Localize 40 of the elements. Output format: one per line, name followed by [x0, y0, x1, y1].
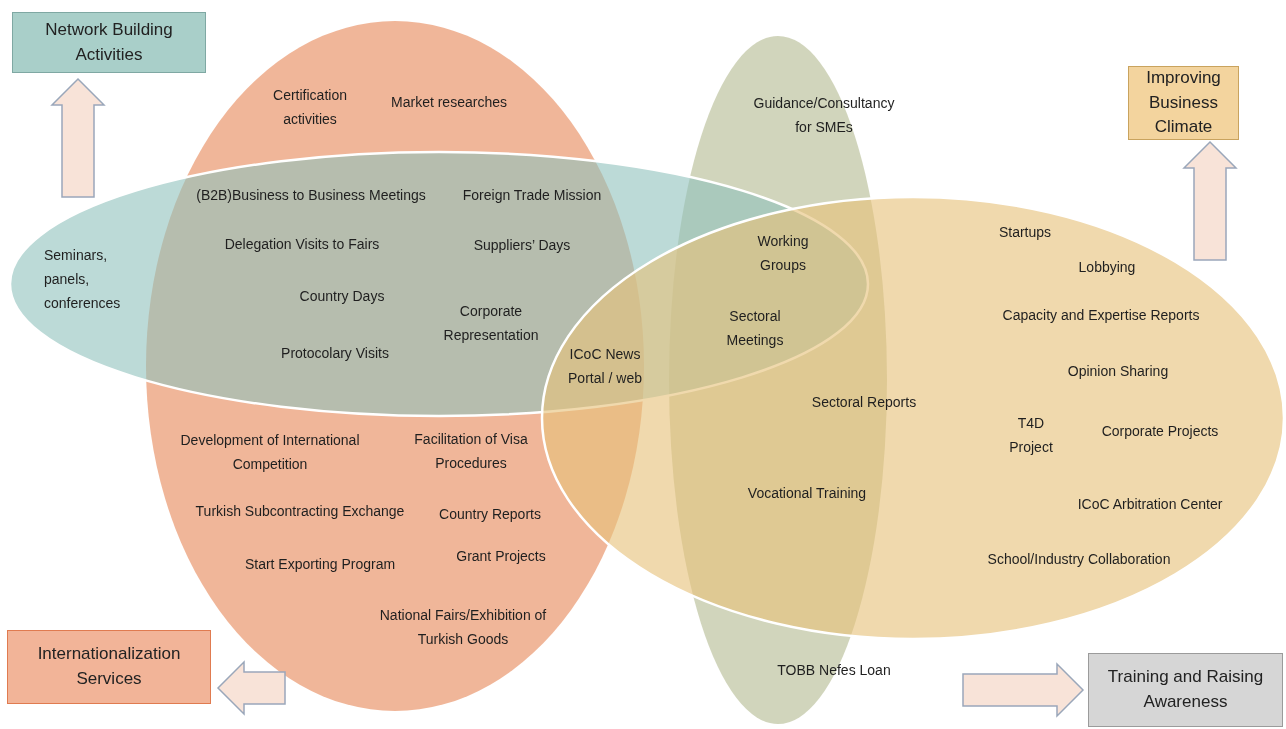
activity-label: Country Reports: [438, 505, 542, 525]
activity-label: Sectoral Reports: [810, 393, 918, 413]
activity-label: Opinion Sharing: [1066, 362, 1170, 382]
activity-label: ICoC Arbitration Center: [1076, 495, 1224, 515]
activity-label: Seminars, panels, conferences: [44, 246, 122, 313]
block-arrow: [1182, 140, 1238, 261]
activity-label: Corporate Projects: [1100, 422, 1220, 442]
activity-label: Facilitation of Visa Procedures: [413, 430, 529, 473]
activity-label: Market researches: [390, 93, 508, 113]
activity-label: National Fairs/Exhibition of Turkish Goods: [378, 606, 548, 649]
activity-label: Development of International Competition: [179, 431, 361, 474]
activity-label: Lobbying: [1077, 258, 1137, 278]
category-box: Improving Business Climate: [1128, 66, 1239, 140]
category-box: Network Building Activities: [12, 12, 206, 73]
activity-label: School/Industry Collaboration: [986, 550, 1172, 570]
block-arrow: [962, 662, 1085, 718]
activity-label: ICoC News Portal / web: [567, 345, 643, 388]
activity-label: Start Exporting Program: [243, 555, 397, 575]
activity-label: Guidance/Consultancy for SMEs: [752, 94, 896, 137]
activity-label: Turkish Subcontracting Exchange: [194, 502, 406, 522]
block-arrow: [50, 77, 106, 198]
block-arrow: [216, 660, 286, 716]
activity-label: Startups: [997, 223, 1053, 243]
activity-label: Certification activities: [272, 86, 348, 129]
activity-label: Vocational Training: [746, 484, 868, 504]
activity-label: (B2B)Business to Business Meetings: [195, 186, 427, 206]
category-box: Internationalization Services: [7, 630, 211, 704]
activity-label: Working Groups: [756, 232, 810, 275]
activity-label: Delegation Visits to Fairs: [223, 235, 381, 255]
activity-label: Foreign Trade Mission: [461, 186, 603, 206]
activity-label: Corporate Representation: [442, 302, 540, 345]
activity-label: Grant Projects: [455, 547, 547, 567]
activity-label: Protocolary Visits: [280, 344, 390, 364]
activity-label: T4D Project: [1008, 414, 1054, 457]
activity-label: Country Days: [298, 287, 386, 307]
activity-label: TOBB Nefes Loan: [776, 661, 892, 681]
category-box: Training and Raising Awareness: [1088, 653, 1283, 727]
activity-label: Sectoral Meetings: [725, 307, 785, 350]
activity-label: Suppliers’ Days: [472, 236, 572, 256]
activity-label: Capacity and Expertise Reports: [1001, 306, 1201, 326]
